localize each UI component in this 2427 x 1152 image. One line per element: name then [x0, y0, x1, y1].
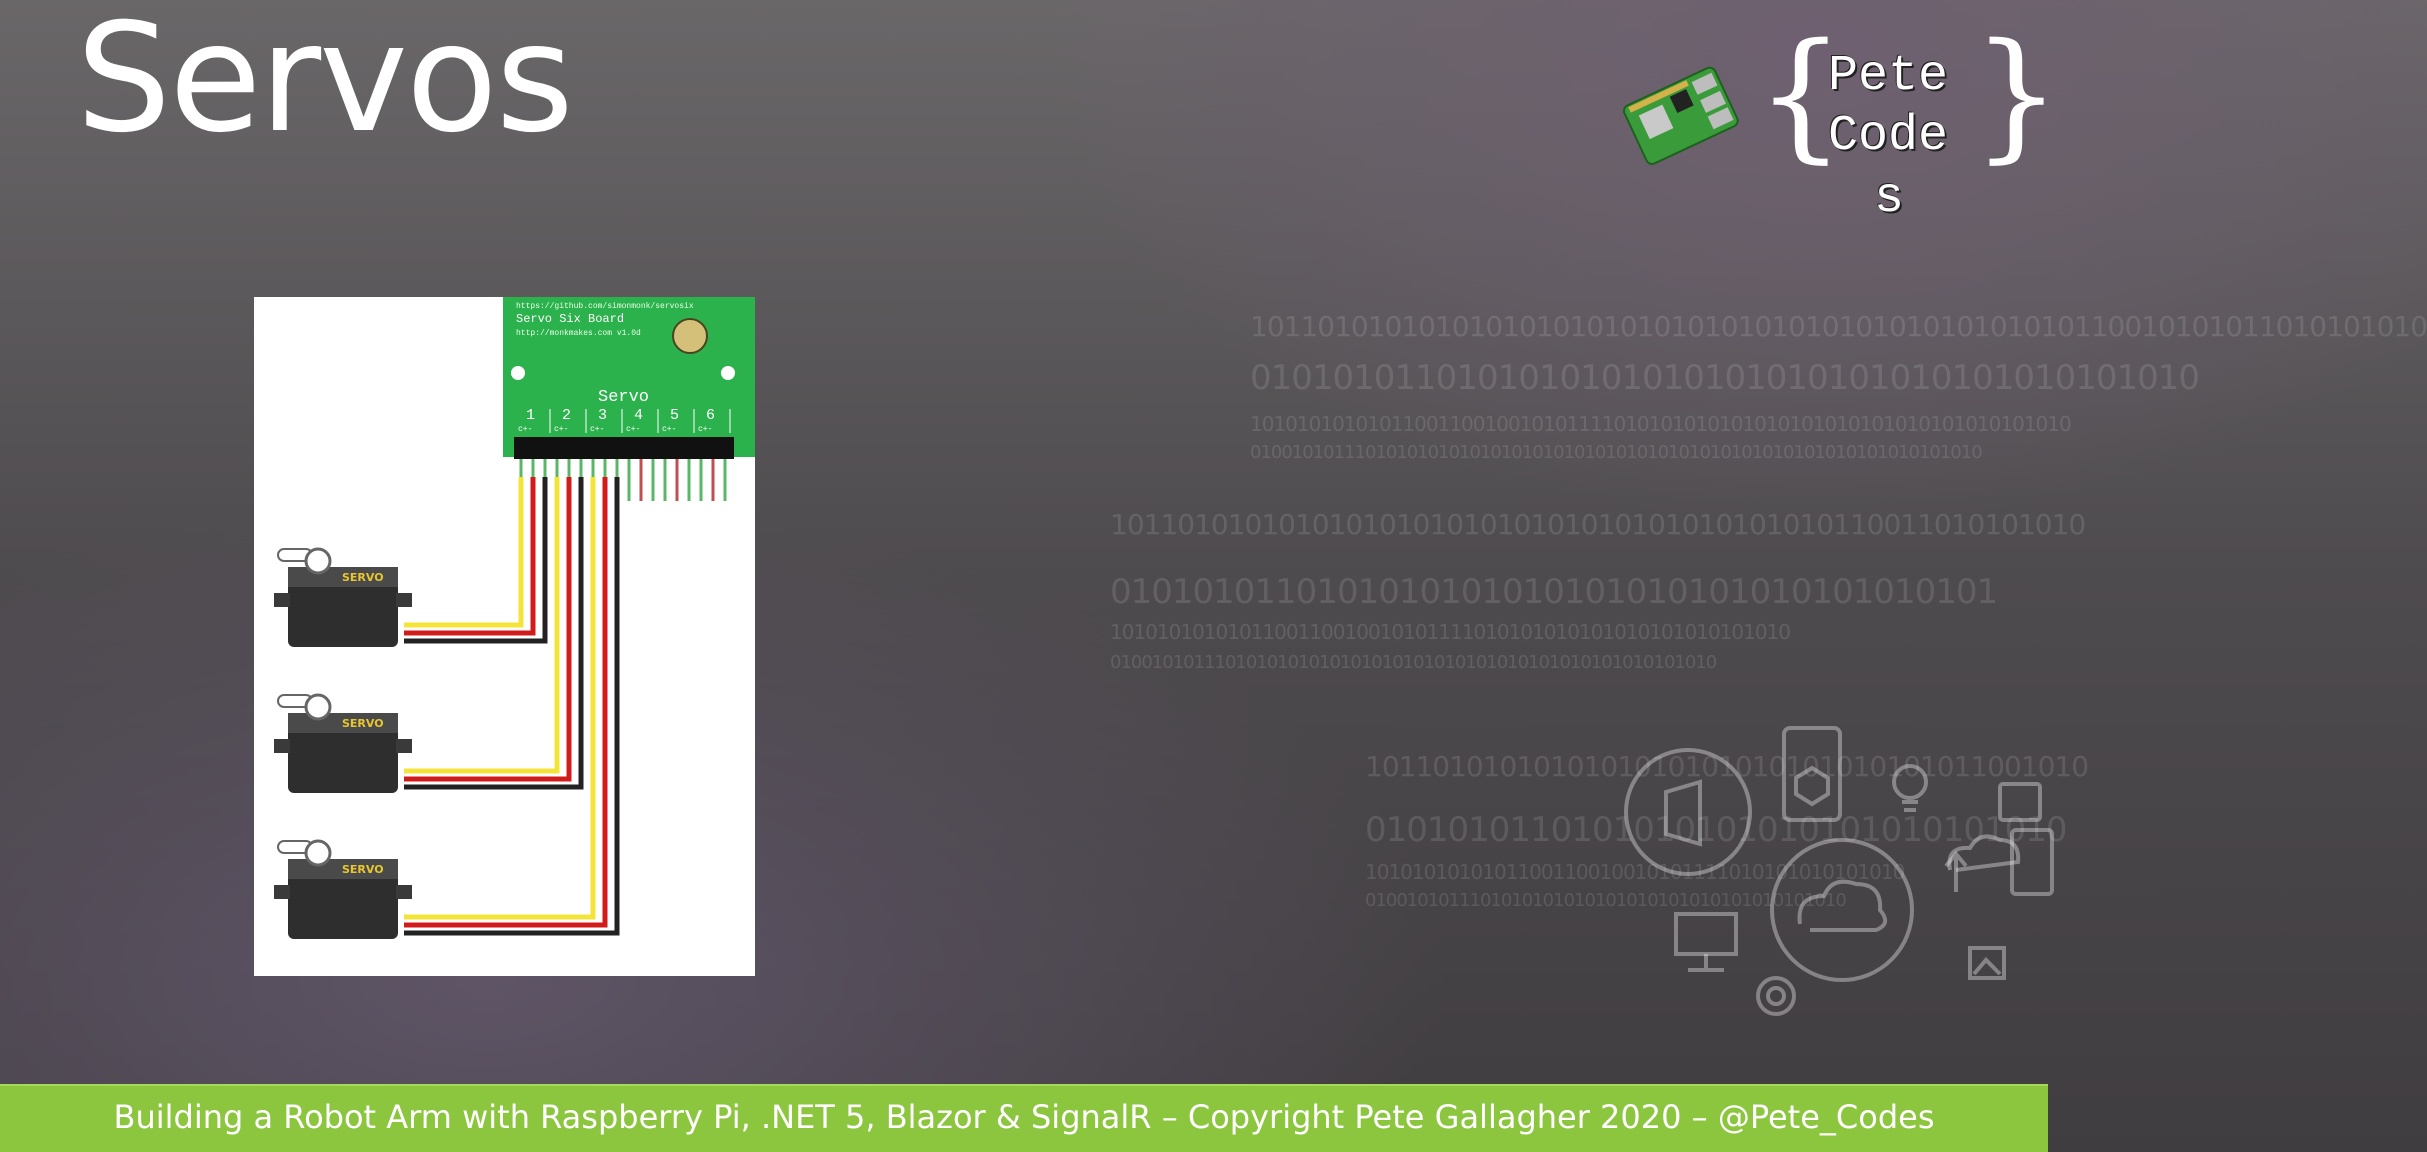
binary-line: 0101010110101010101010101010101010101010…	[1250, 358, 2200, 398]
image-icon	[1968, 946, 2006, 980]
servo-motor: SERVO	[274, 693, 412, 793]
pin-label: c+-	[698, 425, 712, 434]
slide-title: Servos	[76, 0, 574, 166]
servo-label: SERVO	[342, 863, 384, 876]
mount-hole-left	[511, 366, 525, 380]
servo-wire	[404, 477, 536, 636]
binary-line: 1010101010101100110010010101111010101010…	[1110, 620, 1791, 644]
servo-horn	[304, 839, 332, 867]
board-header-label: Servo	[598, 388, 649, 407]
binary-line: 0101010110101010101010101010101010	[1365, 810, 2067, 850]
tech-icons-cluster	[1624, 726, 2054, 1016]
servo-wire	[404, 477, 572, 782]
footer-bar: Building a Robot Arm with Raspberry Pi, …	[0, 1084, 2048, 1152]
servo-label: SERVO	[342, 717, 384, 730]
binary-line: 1011010101010101010101010101010101010101…	[1110, 508, 2086, 541]
servo-horn	[304, 547, 332, 575]
pete-codes-logo: { Pete Code s }	[1620, 26, 2061, 227]
office-icon	[1624, 748, 1752, 876]
binary-line: 0100101011101010101010101010101010101010…	[1250, 442, 1983, 463]
board-capacitor	[672, 318, 708, 354]
binary-line: 1010101010101100110010010101111010101010…	[1365, 860, 1905, 884]
gear-icon	[1756, 976, 1796, 1016]
channel-label: 4	[634, 407, 643, 424]
servo-wire	[404, 477, 524, 628]
channel-label: 2	[562, 407, 571, 424]
mount-hole-right	[721, 366, 735, 380]
board-url: https://github.com/simonmonk/servosix	[516, 302, 694, 311]
logo-open-brace: {	[1756, 14, 1846, 177]
lightbulb-icon	[1892, 764, 1928, 812]
servo-wire	[404, 477, 548, 644]
binary-line: 1011010101010101010101010101010101011001…	[1365, 750, 2089, 783]
cloud-upload-icon	[1944, 834, 2021, 892]
servo-six-board	[503, 297, 755, 457]
pin-header	[514, 437, 734, 459]
servo-wire	[404, 477, 584, 790]
binary-line: 0101010110101010101010101010101010101010…	[1110, 572, 1998, 612]
servo-wiring-diagram: https://github.com/simonmonk/servosix Se…	[254, 297, 755, 976]
channel-label: 3	[598, 407, 607, 424]
logo-line-1: Pete	[1828, 48, 1949, 105]
board-name: Servo Six Board	[516, 312, 624, 326]
logo-line-2: Code	[1828, 108, 1949, 165]
servo-label: SERVO	[342, 571, 384, 584]
pin-label: c+-	[626, 425, 640, 434]
tablet-icon	[1998, 782, 2054, 896]
servo-motor: SERVO	[274, 839, 412, 939]
channel-label: 1	[526, 407, 535, 424]
pin-label: c+-	[518, 425, 532, 434]
pin-label: c+-	[554, 425, 568, 434]
binary-line: 0100101011101010101010101010101010101010…	[1365, 890, 1847, 911]
pin-label: c+-	[590, 425, 604, 434]
channel-label: 6	[706, 407, 715, 424]
binary-line: 0100101011101010101010101010101010101010…	[1110, 652, 1717, 673]
pin-label: c+-	[662, 425, 676, 434]
raspberry-pi-icon	[1622, 66, 1739, 165]
logo-close-brace: }	[1972, 14, 2062, 177]
logo-line-3: s	[1874, 170, 1905, 227]
servo-wire	[404, 477, 608, 928]
binary-line: 1010101010101100110010010101111010101010…	[1250, 412, 2072, 436]
monitor-icon	[1674, 912, 1738, 972]
board-site: http://monkmakes.com v1.0d	[516, 329, 641, 338]
phone-icon	[1782, 726, 1842, 822]
servo-wire	[404, 477, 596, 920]
cloud-icon	[1770, 838, 1914, 982]
servo-wire	[404, 477, 620, 936]
channel-label: 5	[670, 407, 679, 424]
servo-horn	[304, 693, 332, 721]
servo-motor: SERVO	[274, 547, 412, 647]
binary-line: 1011010101010101010101010101010101010101…	[1250, 310, 2427, 343]
servo-wire	[404, 477, 560, 774]
footer-text: Building a Robot Arm with Raspberry Pi, …	[113, 1098, 1935, 1136]
background-binary-pattern: 1011010101010101010101010101010101010101…	[1080, 300, 2427, 960]
